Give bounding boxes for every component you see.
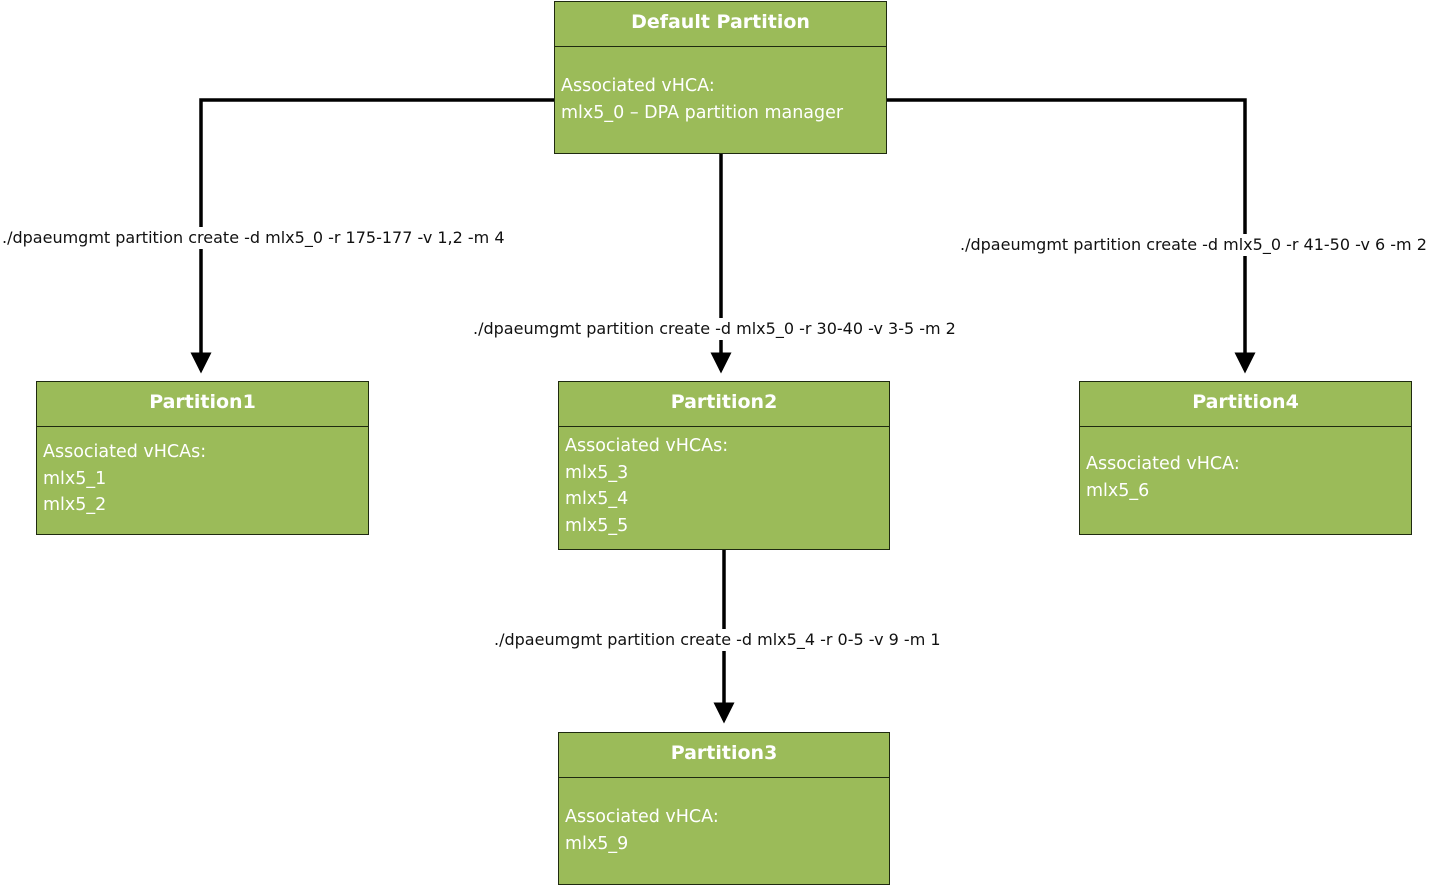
partition4-line: mlx5_6 <box>1086 480 1150 501</box>
partition2-line: mlx5_5 <box>565 515 629 536</box>
partition3-line: Associated vHCA: <box>565 807 719 827</box>
partition1-body: Associated vHCAs: mlx5_1 mlx5_2 <box>37 427 368 519</box>
partition1-line: mlx5_2 <box>43 495 107 515</box>
command-label-partition4: ./dpaeumgmt partition create -d mlx5_0 -… <box>958 234 1429 256</box>
partition3-line: mlx5_9 <box>565 833 629 854</box>
partition2-line: mlx5_3 <box>565 462 629 483</box>
partition4-line: Associated vHCA: <box>1086 454 1240 474</box>
command-label-partition2: ./dpaeumgmt partition create -d mlx5_0 -… <box>471 318 958 340</box>
partition1-title: Partition1 <box>37 382 368 427</box>
partition2-line: mlx5_4 <box>565 489 629 509</box>
partition3-title: Partition3 <box>559 733 889 778</box>
default-partition-line: Associated vHCA: <box>561 76 715 96</box>
partition3-body: Associated vHCA: mlx5_9 <box>559 778 889 857</box>
command-label-partition1: ./dpaeumgmt partition create -d mlx5_0 -… <box>0 227 507 249</box>
partition4-body: Associated vHCA: mlx5_6 <box>1080 427 1411 504</box>
partition1-node: Partition1 Associated vHCAs: mlx5_1 mlx5… <box>36 381 369 535</box>
connector-default-to-partition4 <box>886 98 1256 374</box>
connector-default-to-partition1 <box>190 98 555 374</box>
partition4-title: Partition4 <box>1080 382 1411 427</box>
partition4-node: Partition4 Associated vHCA: mlx5_6 <box>1079 381 1412 535</box>
default-partition-line: mlx5_0 – DPA partition manager <box>561 102 844 123</box>
partition1-line: mlx5_1 <box>43 468 107 489</box>
partition3-node: Partition3 Associated vHCA: mlx5_9 <box>558 732 890 885</box>
default-partition-body: Associated vHCA: mlx5_0 – DPA partition … <box>555 47 886 126</box>
partition2-line: Associated vHCAs: <box>565 436 729 456</box>
partition2-title: Partition2 <box>559 382 889 427</box>
partition2-node: Partition2 Associated vHCAs: mlx5_3 mlx5… <box>558 381 890 550</box>
command-label-partition3: ./dpaeumgmt partition create -d mlx5_4 -… <box>492 629 943 651</box>
default-partition-title: Default Partition <box>555 2 886 47</box>
default-partition-node: Default Partition Associated vHCA: mlx5_… <box>554 1 887 154</box>
partition1-line: Associated vHCAs: <box>43 442 207 462</box>
partition2-body: Associated vHCAs: mlx5_3 mlx5_4 mlx5_5 <box>559 427 889 539</box>
